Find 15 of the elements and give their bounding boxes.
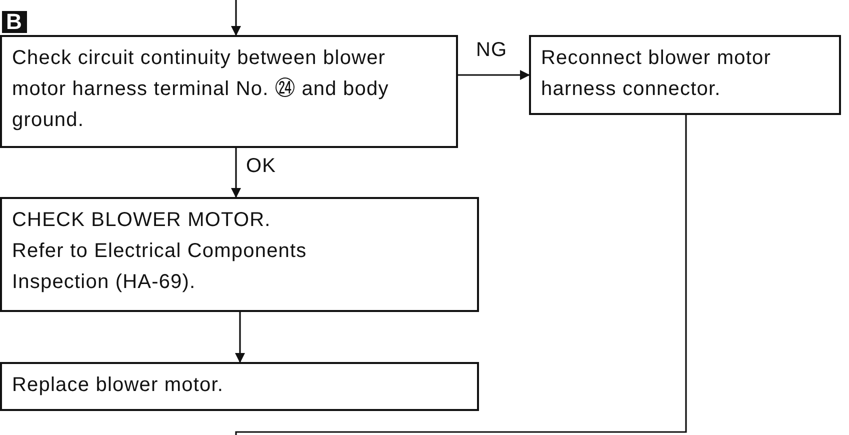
box-text: Refer to Electrical Components Inspection (HA-69). — [12, 239, 308, 295]
process-box — [0, 197, 479, 312]
arrow — [235, 312, 245, 363]
process-box — [0, 35, 458, 148]
arrow — [458, 70, 530, 80]
connector-line — [235, 115, 687, 435]
box-heading: CHECK BLOWER MOTOR. — [12, 208, 272, 233]
process-box — [0, 362, 479, 411]
arrow — [231, 0, 241, 36]
arrow — [231, 148, 241, 198]
section-badge: B — [2, 11, 26, 33]
box-text: Check circuit continuity between blower motor harness terminal No. ㉔ and body ground. — [12, 46, 390, 133]
box-text: Replace blower motor. — [12, 373, 225, 398]
box-text: Reconnect blower motor harness connector. — [541, 46, 772, 102]
process-box — [529, 35, 841, 115]
